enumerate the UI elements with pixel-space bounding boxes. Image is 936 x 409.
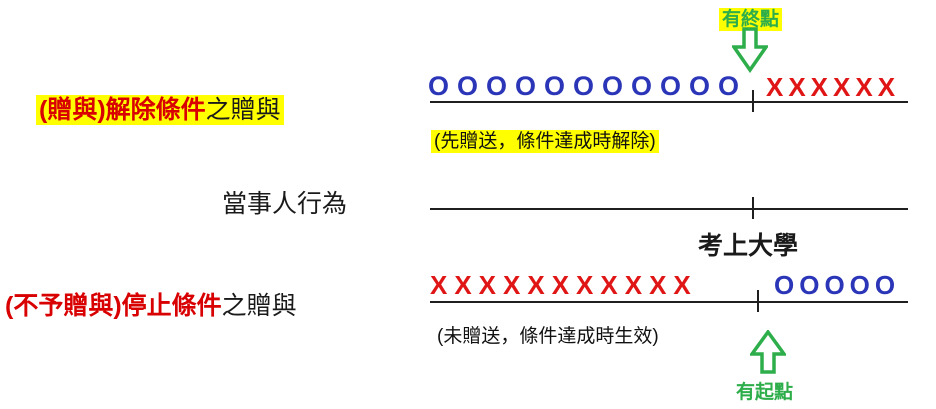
row-label-suspensive-condition-red: (不予贈與)停止條件 xyxy=(5,292,222,320)
row-label-dissolving-condition-red: (贈與)解除條件 xyxy=(39,96,206,124)
arrow-down-icon xyxy=(732,27,768,73)
timeline-top-annotation-text: (先贈送，條件達成時解除) xyxy=(431,130,659,153)
row-label-suspensive-condition-suffix: 之贈與 xyxy=(221,292,297,320)
row-label-dissolving-condition: (贈與)解除條件之贈與 xyxy=(36,90,284,126)
condition-event-label: 考上大學 xyxy=(698,232,799,260)
timeline-bottom-cross-markers: XXXXXXXXXXX xyxy=(430,270,698,300)
startpoint-label: 有起點 xyxy=(736,382,794,403)
row-label-suspensive-condition: (不予贈與)停止條件之贈與 xyxy=(5,286,297,322)
arrow-up-icon xyxy=(750,330,786,374)
timeline-top-cross-markers: XXXXXX xyxy=(766,72,901,102)
timeline-middle-line xyxy=(430,208,908,210)
row-label-dissolving-condition-suffix: 之贈與 xyxy=(205,96,281,124)
timeline-top-condition-tick xyxy=(752,90,754,112)
timeline-top-line xyxy=(430,101,908,103)
endpoint-label: 有終點 xyxy=(719,4,783,31)
timeline-top-annotation: (先贈送，條件達成時解除) xyxy=(431,126,659,153)
timeline-top-circle-markers: OOOOOOOOOOO xyxy=(428,71,748,101)
timeline-bottom-circle-markers: OOOOO xyxy=(774,270,901,300)
timeline-middle-condition-tick xyxy=(752,197,754,219)
row-label-party-behavior: 當事人行為 xyxy=(222,190,348,218)
timeline-bottom-condition-tick xyxy=(757,290,759,312)
timeline-bottom-line xyxy=(430,301,908,303)
timeline-bottom-annotation: (未贈送，條件達成時生效) xyxy=(437,326,659,347)
endpoint-label-text: 有終點 xyxy=(719,8,783,31)
